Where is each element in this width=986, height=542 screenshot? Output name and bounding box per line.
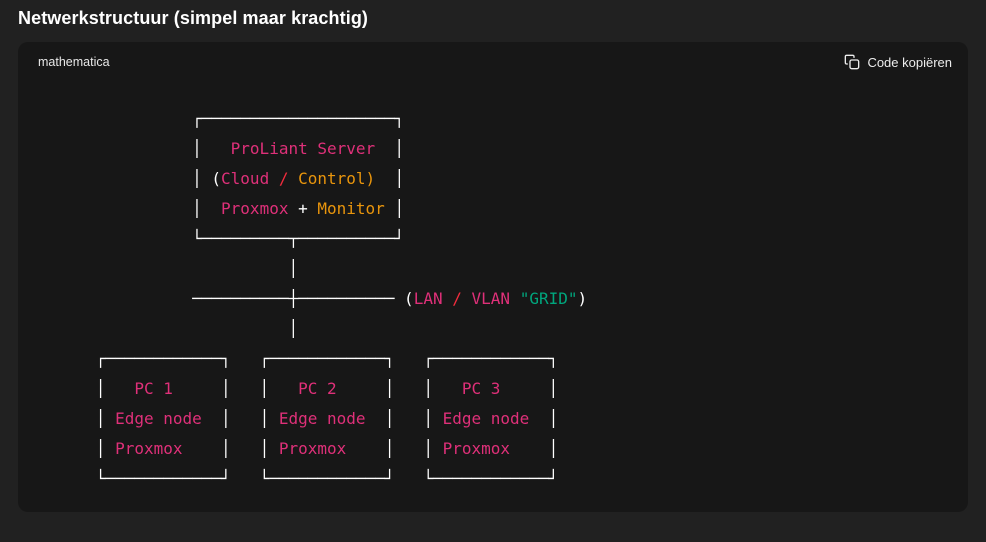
page-title: Netwerkstructuur (simpel maar krachtig) [18, 8, 369, 28]
code-line: │ Proxmox │ │ Proxmox │ │ Proxmox │ [38, 439, 559, 458]
code-line: └─────────┬──────────┘ [38, 229, 405, 248]
code-line: │ ProLiant Server │ [38, 139, 405, 158]
code-line: │ [38, 259, 299, 278]
code-content: ┌────────────────────┐ │ ProLiant Server… [18, 82, 968, 494]
code-header: mathematica Code kopiëren [18, 42, 968, 82]
code-block: mathematica Code kopiëren ┌─────────────… [18, 42, 968, 512]
code-line: ──────────┼────────── (LAN / VLAN "GRID"… [38, 289, 588, 308]
copy-code-button[interactable]: Code kopiëren [842, 50, 954, 74]
code-line: ┌────────────┐ ┌────────────┐ ┌─────────… [38, 349, 559, 368]
code-line: └────────────┘ └────────────┘ └─────────… [38, 469, 559, 488]
code-line: │ [38, 319, 299, 338]
code-line: │ (Cloud / Control) │ [38, 169, 405, 188]
copy-icon [844, 54, 860, 70]
language-label: mathematica [38, 55, 110, 69]
copy-button-label: Code kopiëren [867, 54, 952, 70]
code-line: │ Proxmox + Monitor │ [38, 199, 405, 218]
code-line: ┌────────────────────┐ [38, 109, 405, 128]
code-line: │ PC 1 │ │ PC 2 │ │ PC 3 │ [38, 379, 559, 398]
code-line: │ Edge node │ │ Edge node │ │ Edge node … [38, 409, 559, 428]
